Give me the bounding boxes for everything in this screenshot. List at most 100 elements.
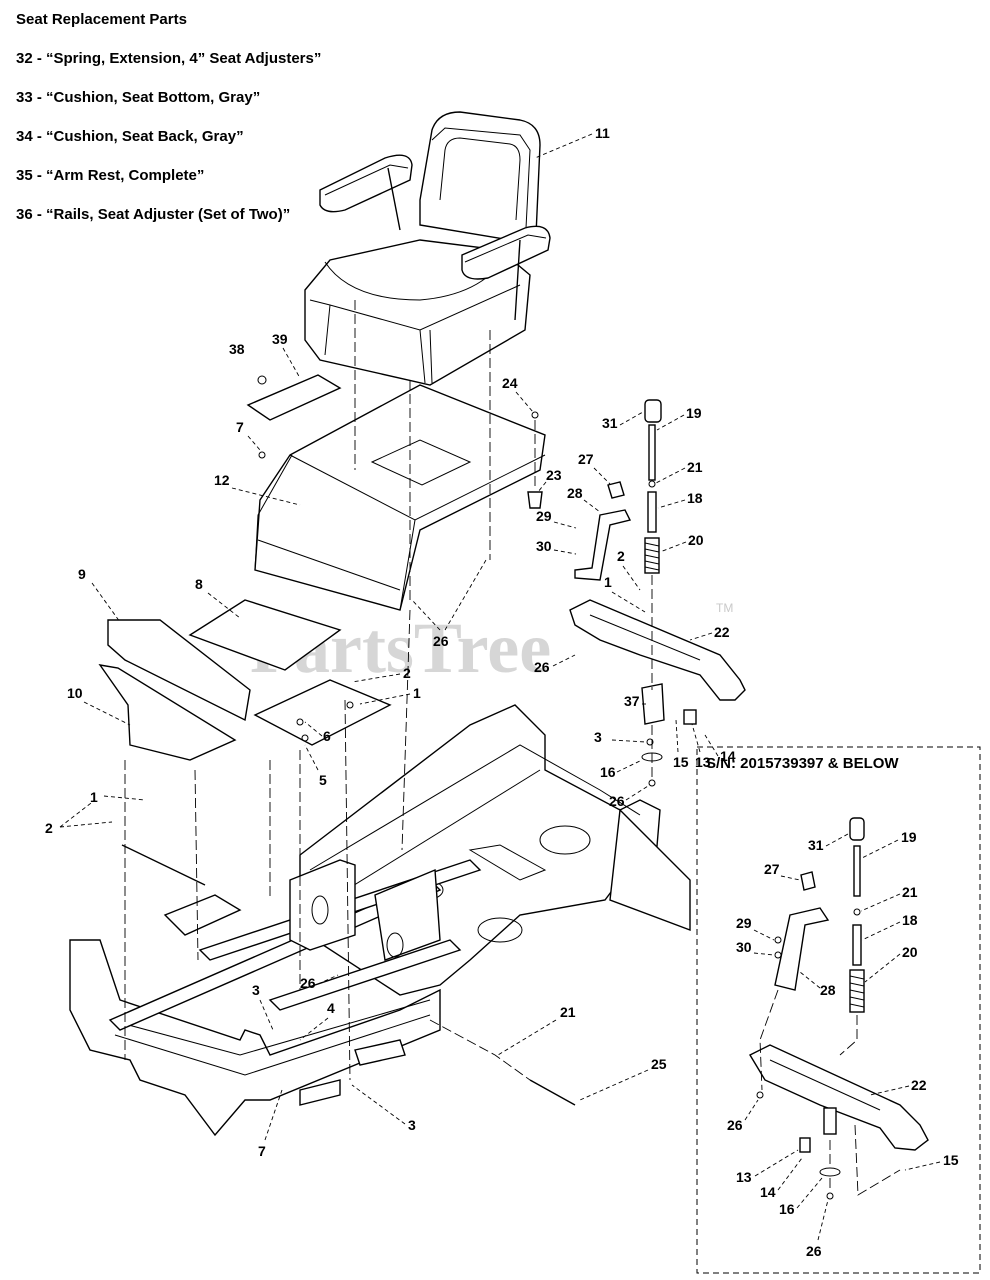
bumper-part-23[interactable] (527, 491, 543, 509)
rod-part-19[interactable] (648, 424, 656, 481)
parts-list-item: 34 - “Cushion, Seat Back, Gray” (16, 128, 244, 145)
callout-label: 20 (902, 944, 918, 960)
callout-label: 26 (609, 793, 625, 809)
sleeve-part-18[interactable] (647, 491, 657, 533)
callout-label: 8 (195, 576, 203, 592)
callout-label: 6 (323, 728, 331, 744)
callout-label: 13 (736, 1169, 752, 1185)
inset-washer-part-16 (819, 1167, 841, 1177)
callout-label: 18 (902, 912, 918, 928)
nut-part-3[interactable] (646, 738, 654, 746)
callout-label: 3 (594, 729, 602, 745)
callout-label: 5 (319, 772, 327, 788)
callout-label: 13 (695, 754, 711, 770)
callout-label: 14 (720, 748, 736, 764)
callout-label: 15 (943, 1152, 959, 1168)
inset-bracket-part-22 (749, 1044, 929, 1151)
callout-label: 28 (567, 485, 583, 501)
inset-sleeve-part-18 (852, 924, 862, 966)
inset-lever-part-28 (774, 907, 830, 991)
spring-part-20[interactable] (644, 537, 660, 574)
callout-label: 30 (536, 538, 552, 554)
callout-label: 19 (901, 829, 917, 845)
inset-rod-part-19 (853, 845, 861, 897)
switch-part-13[interactable] (683, 709, 697, 725)
seat-pan-part-12[interactable] (254, 384, 546, 611)
callout-label: 1 (90, 789, 98, 805)
callout-label: 10 (67, 685, 83, 701)
callout-label: 1 (413, 685, 421, 701)
inset-nut-part-21 (853, 908, 861, 916)
callout-label: 3 (408, 1117, 416, 1133)
callout-label: 26 (727, 1117, 743, 1133)
callout-label: 38 (229, 341, 245, 357)
callout-label: 12 (214, 472, 230, 488)
callout-label: 19 (686, 405, 702, 421)
callout-label: 9 (78, 566, 86, 582)
callout-label: 23 (546, 467, 562, 483)
callout-label: 22 (714, 624, 730, 640)
callout-label: 7 (236, 419, 244, 435)
tractor-frame[interactable] (69, 704, 691, 1137)
inset-switch-part-13 (799, 1137, 811, 1153)
callout-label: 2 (403, 665, 411, 681)
callout-label: 31 (602, 415, 618, 431)
inset-nut-part-26 (826, 1192, 834, 1200)
callout-label: 21 (902, 884, 918, 900)
parts-list-item: 36 - “Rails, Seat Adjuster (Set of Two)” (16, 206, 291, 223)
callout-label: 20 (688, 532, 704, 548)
callout-label: 22 (911, 1077, 927, 1093)
inset-clip-part-27 (800, 871, 816, 891)
callout-label: 28 (820, 982, 836, 998)
parts-list-item: 33 - “Cushion, Seat Bottom, Gray” (16, 89, 261, 106)
callout-label: 21 (560, 1004, 576, 1020)
plate-part-8[interactable] (188, 599, 342, 671)
callout-label: 26 (534, 659, 550, 675)
callout-label: 1 (604, 574, 612, 590)
pin-part-25[interactable] (529, 1079, 576, 1106)
panel-part-9[interactable] (107, 619, 251, 722)
callout-label: 26 (300, 975, 316, 991)
nut-part-26[interactable] (648, 779, 656, 787)
inset-title: S/N: 2015739397 & BELOW (706, 755, 899, 772)
plate-part-1[interactable] (253, 679, 392, 746)
callout-label: 24 (502, 375, 518, 391)
callout-label: 30 (736, 939, 752, 955)
callout-label: 37 (624, 693, 640, 709)
bracket-part-22[interactable] (569, 599, 746, 701)
knob-part-31[interactable] (644, 399, 662, 423)
callout-label: 25 (651, 1056, 667, 1072)
callout-label: 29 (736, 915, 752, 931)
inset-nut-part-26b (756, 1091, 764, 1099)
watermark-trademark: TM (716, 601, 733, 615)
panel-part-10[interactable] (98, 664, 237, 761)
callout-label: 14 (760, 1184, 776, 1200)
callout-label: 18 (687, 490, 703, 506)
clip-part-27[interactable] (607, 481, 625, 499)
page-heading: Seat Replacement Parts (16, 11, 187, 28)
pin-part-left[interactable] (121, 844, 206, 886)
callout-label: 2 (617, 548, 625, 564)
callout-label: 11 (595, 125, 610, 141)
bracket-part-37[interactable] (641, 683, 665, 725)
callout-label: 16 (600, 764, 616, 780)
callout-label: 2 (45, 820, 53, 836)
seat-assembly[interactable] (304, 111, 551, 386)
nut-part-21[interactable] (648, 480, 656, 488)
parts-list-item: 35 - “Arm Rest, Complete” (16, 167, 205, 184)
callout-label: 26 (433, 633, 449, 649)
callout-label: 15 (673, 754, 689, 770)
parts-list-item: 32 - “Spring, Extension, 4” Seat Adjuste… (16, 50, 322, 67)
inset-nut-part-30 (774, 951, 782, 959)
lever-part-28[interactable] (574, 509, 632, 581)
callout-label: 21 (687, 459, 703, 475)
callout-label: 39 (272, 331, 288, 347)
nut-part-24[interactable] (531, 411, 539, 419)
callout-label: 29 (536, 508, 552, 524)
cover-plate-part-39[interactable] (246, 374, 342, 459)
serial-number-inset: S/N: 2015739397 & BELOW 31 19 (696, 746, 981, 1274)
callout-label: 16 (779, 1201, 795, 1217)
main-callouts: 11 38 39 7 24 12 31 19 27 23 21 28 18 29… (45, 125, 736, 1159)
callout-label: 7 (258, 1143, 266, 1159)
